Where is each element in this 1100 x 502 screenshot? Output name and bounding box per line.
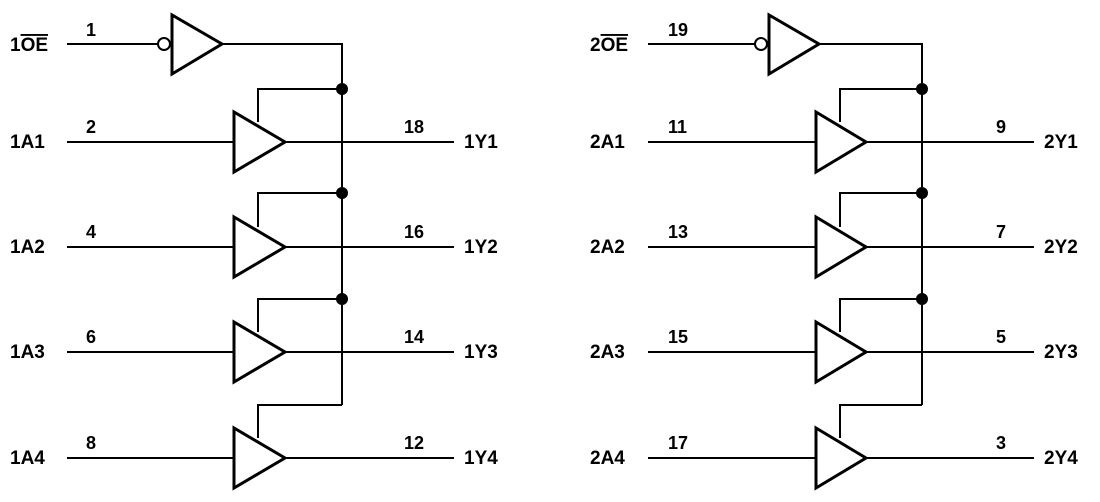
channel-2A1: 2A1 11 9 2Y1: [590, 88, 1078, 175]
input-pin: 4: [86, 222, 96, 242]
group-2: 2OE 19 2A1 11 9 2Y1 2A2 13: [590, 12, 1078, 491]
output-label: 2Y4: [1044, 448, 1078, 469]
buffer-triangle: [232, 425, 288, 491]
output-label: 1Y2: [464, 237, 498, 258]
output-pin: 14: [404, 327, 424, 347]
input-pin: 11: [668, 117, 687, 137]
buffer-triangle: [232, 319, 288, 385]
input-label: 2A3: [590, 342, 625, 363]
input-label: 2A4: [590, 448, 625, 469]
channel-1A2: 1A2 4 16 1Y2: [10, 192, 498, 280]
buffer-triangle: [232, 109, 288, 175]
output-pin: 5: [996, 327, 1006, 347]
output-label: 2Y3: [1044, 342, 1078, 363]
input-pin: 13: [668, 222, 688, 242]
output-pin: 3: [996, 433, 1006, 453]
input-label: 1A1: [10, 132, 45, 153]
oe-circuit-2: 2OE 19: [590, 12, 928, 405]
output-pin: 7: [996, 222, 1006, 242]
oe-pin-1: 1: [86, 20, 96, 40]
oe-label-2: 2OE: [590, 35, 628, 56]
output-pin: 16: [404, 222, 424, 242]
output-pin: 12: [404, 433, 424, 453]
buffer-triangle: [814, 319, 869, 385]
buffer-triangle: [814, 425, 869, 491]
inverter-bubble-2: [754, 37, 768, 51]
inverter-bubble-1: [157, 37, 171, 51]
buffer-triangle: [814, 214, 869, 280]
oe-pin-2: 19: [668, 20, 688, 40]
output-label: 2Y2: [1044, 237, 1078, 258]
output-label: 1Y1: [464, 132, 498, 153]
group-1: 1OE 1 1A1 2 18 1Y1 1A2 4: [10, 12, 498, 491]
oe-buffer-2: [767, 12, 822, 77]
output-label: 2Y1: [1044, 132, 1078, 153]
oe-circuit-1: 1OE 1: [10, 12, 348, 405]
input-label: 1A2: [10, 237, 45, 258]
output-pin: 18: [404, 117, 424, 137]
input-label: 1A3: [10, 342, 45, 363]
input-pin: 8: [86, 433, 96, 453]
input-label: 2A2: [590, 237, 625, 258]
channel-2A4: 2A4 17 3 2Y4: [590, 404, 1078, 491]
output-label: 1Y4: [464, 448, 498, 469]
buffer-triangle: [232, 214, 288, 280]
output-label: 1Y3: [464, 342, 498, 363]
channel-2A3: 2A3 15 5 2Y3: [590, 298, 1078, 385]
input-label: 1A4: [10, 448, 45, 469]
channel-1A4: 1A4 8 12 1Y4: [10, 404, 498, 491]
oe-label-1: 1OE: [10, 35, 48, 56]
oe-buffer-1: [170, 12, 225, 77]
buffer-triangle: [814, 109, 869, 175]
input-pin: 15: [668, 327, 688, 347]
channel-1A1: 1A1 2 18 1Y1: [10, 88, 498, 175]
input-pin: 2: [86, 117, 96, 137]
input-label: 2A1: [590, 132, 625, 153]
input-pin: 17: [668, 433, 688, 453]
input-pin: 6: [86, 327, 96, 347]
output-pin: 9: [996, 117, 1006, 137]
channel-2A2: 2A2 13 7 2Y2: [590, 192, 1078, 280]
channel-1A3: 1A3 6 14 1Y3: [10, 298, 498, 385]
